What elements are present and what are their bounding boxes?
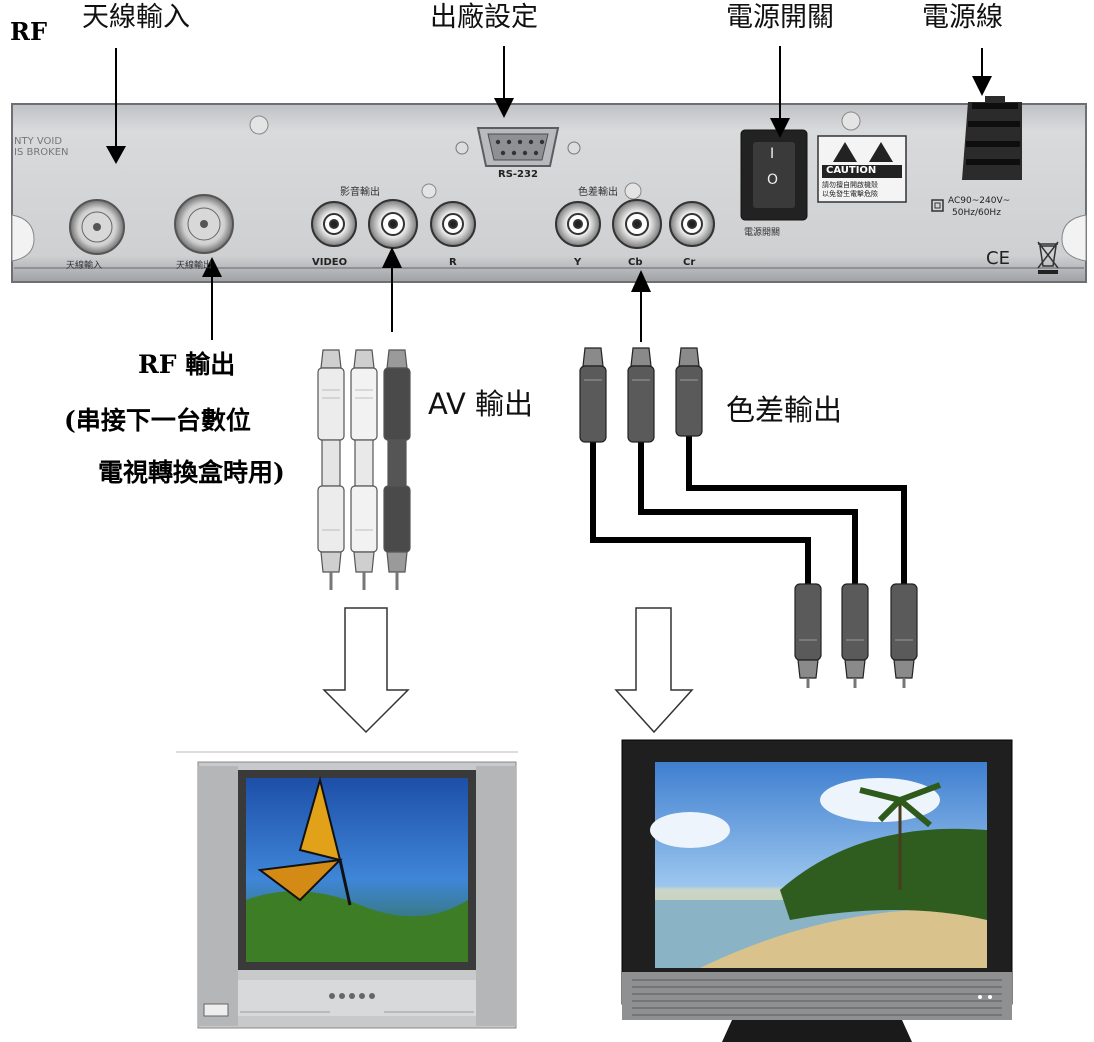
antenna-in-panel-label: 天線輸入 xyxy=(66,261,103,271)
factory-reset-top-label: 出廠設定 xyxy=(430,2,538,33)
ce-mark: CE xyxy=(986,248,1010,269)
lcd-tv xyxy=(621,739,1013,1042)
component-cables xyxy=(579,347,918,688)
warranty-sticker: NTY VOID IS BROKEN xyxy=(14,136,69,158)
rf-prefix-label: RF xyxy=(10,17,47,46)
y-jack-label: Y xyxy=(574,257,582,268)
power-cord-top-label: 電源線 xyxy=(922,2,1003,33)
caution-line1: 請勿擅自開啟機殼 xyxy=(822,181,878,189)
video-jack-label: VIDEO xyxy=(312,257,348,268)
cb-jack-label: Cb xyxy=(628,257,643,268)
switch-off-mark: O xyxy=(767,172,779,188)
power-switch-panel-label: 電源開關 xyxy=(744,228,781,238)
rf-output-title: RF 輸出 xyxy=(138,350,236,379)
antenna-out-connector xyxy=(174,194,234,254)
antenna-in-connector xyxy=(69,199,125,255)
cr-jack-label: Cr xyxy=(683,257,696,268)
power-spec-line2: 50Hz/60Hz xyxy=(952,208,1001,218)
warranty-line1: NTY VOID xyxy=(14,136,63,147)
caution-line2: 以免發生電擊危險 xyxy=(822,190,878,198)
av-output-label: AV 輸出 xyxy=(428,387,534,421)
switch-on-mark: I xyxy=(770,146,775,162)
hollow-down-arrows xyxy=(322,607,694,734)
antenna-out-panel-label: 天線輸出 xyxy=(176,261,213,271)
crt-tv xyxy=(176,751,518,1029)
component-group-label: 色差輸出 xyxy=(578,187,618,198)
power-spec-line1: AC90~240V~ xyxy=(948,196,1011,206)
rca-jacks xyxy=(311,199,715,249)
power-switch-top-label: 電源開關 xyxy=(726,2,834,33)
warranty-line2: IS BROKEN xyxy=(14,147,69,158)
rf-output-note-line2: 電視轉換盒時用) xyxy=(98,458,285,487)
av-cable-bundle xyxy=(317,349,411,590)
caution-title: CAUTION xyxy=(826,165,877,176)
r-jack-label: R xyxy=(449,257,457,268)
rf-output-note-line1: (串接下一台數位 xyxy=(64,406,251,435)
antenna-in-top-label: 天線輸入 xyxy=(82,2,190,33)
pointer-arrows xyxy=(106,46,992,342)
component-output-label: 色差輸出 xyxy=(726,393,843,427)
rs232-label: RS-232 xyxy=(498,169,538,180)
av-group-label: 影音輸出 xyxy=(340,187,380,198)
